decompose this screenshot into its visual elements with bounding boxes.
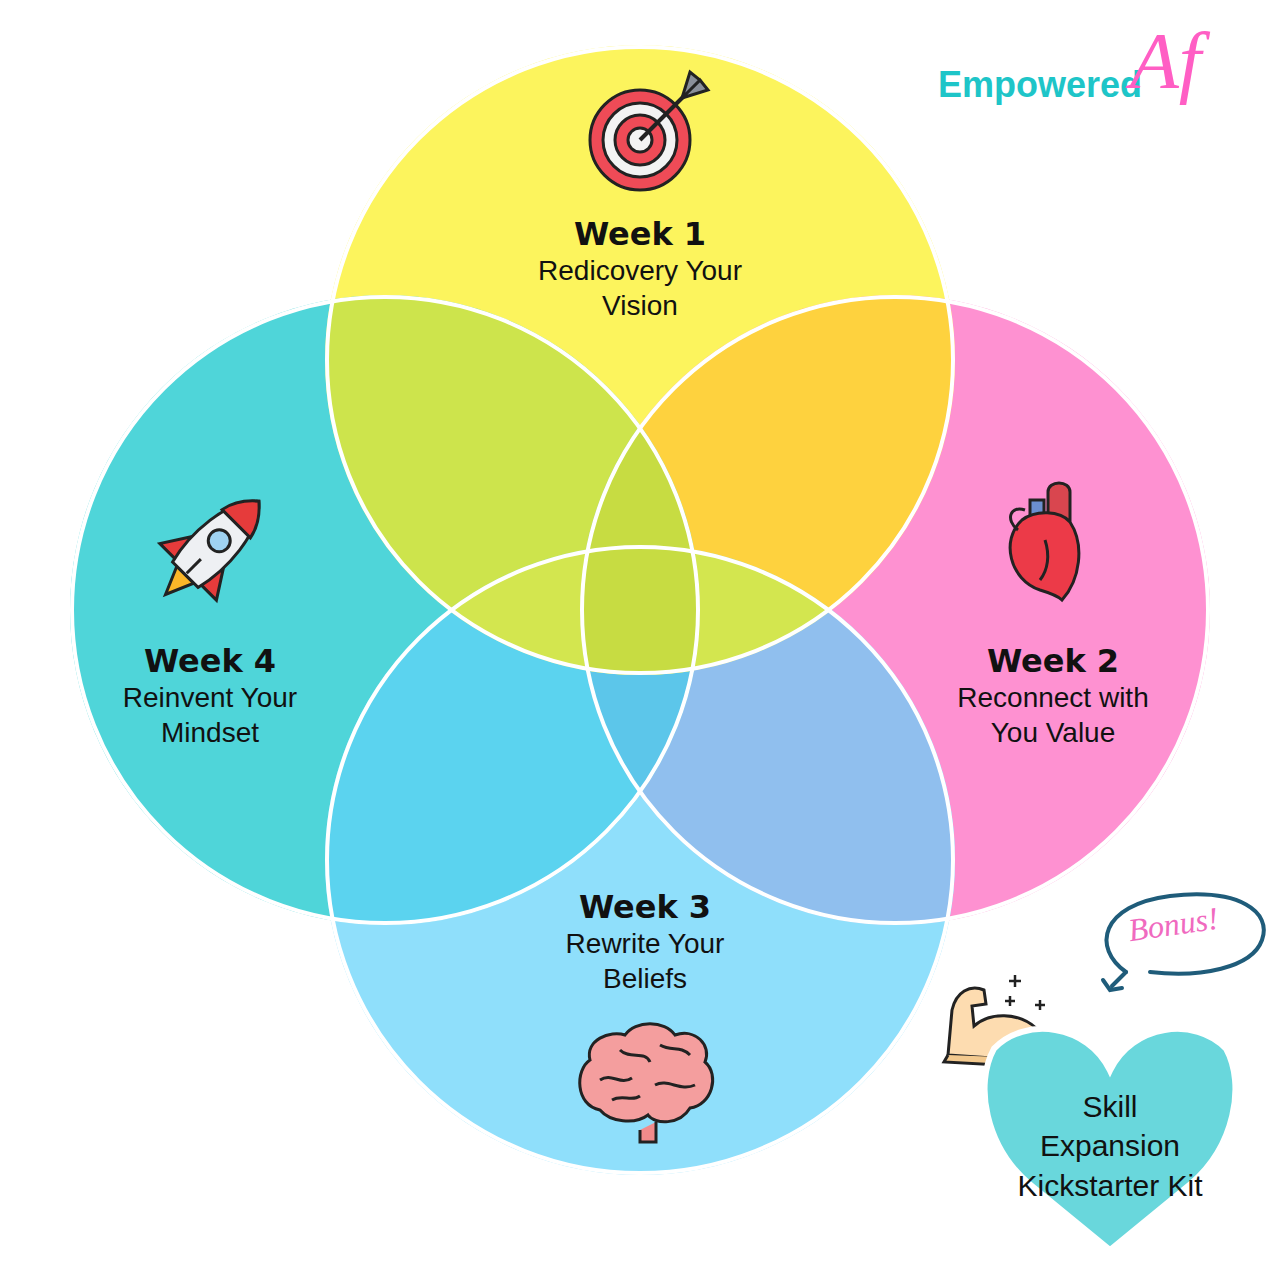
overlap-fill [580,295,1210,925]
week-circle: Week 1Redicovery Your Vision [325,45,955,675]
text-group: Week 4Reinvent Your Mindset [90,643,330,751]
circle-outline [580,295,1210,925]
bonus-title: Skill Expansion Kickstarter Kit [1010,1087,1210,1206]
bonus-heart: Skill Expansion Kickstarter Kit [972,1012,1248,1256]
week-circle: Week 3Rewrite Your Beliefs [325,545,955,1175]
week-topic: Rewrite Your Beliefs [525,926,765,998]
circle-outline [327,47,953,673]
week-heading: Week 4 [90,643,330,680]
week-heading: Week 2 [933,643,1173,680]
circle-outline [582,297,1208,923]
brand-name: Empowered [938,64,1142,106]
circle-outline [72,297,698,923]
overlap-fill [580,295,1210,925]
text-group: Week 1Redicovery Your Vision [515,216,765,324]
week-topic: Redicovery Your Vision [515,253,765,325]
week-circle: Week 2Reconnect with You Value [580,295,1210,925]
text-group: Week 3Rewrite Your Beliefs [525,889,765,997]
text-group: Skill Expansion Kickstarter Kit [1010,1087,1210,1206]
week-topic: Reinvent Your Mindset [90,680,330,752]
circle-outline [327,547,953,1173]
heart-shape [985,1029,1236,1250]
heart-organ-icon [1010,483,1079,600]
week-topic: Reconnect with You Value [933,680,1173,752]
bonus-tag: Bonus! [1126,900,1221,949]
week-heading: Week 1 [515,216,765,253]
week-circle: Week 4Reinvent Your Mindset [70,295,700,925]
rocket-icon [137,473,287,623]
text-group: Week 2Reconnect with You Value [933,643,1173,751]
target-icon [590,72,708,190]
brain-icon [580,1024,713,1142]
arm-icon [944,975,1045,1066]
circle-outline [325,45,955,675]
circle-outline [325,545,955,1175]
circle-outline [70,295,700,925]
bonus-bubble [1103,894,1264,990]
week-heading: Week 3 [525,889,765,926]
brand-mark: Af [1130,16,1201,107]
